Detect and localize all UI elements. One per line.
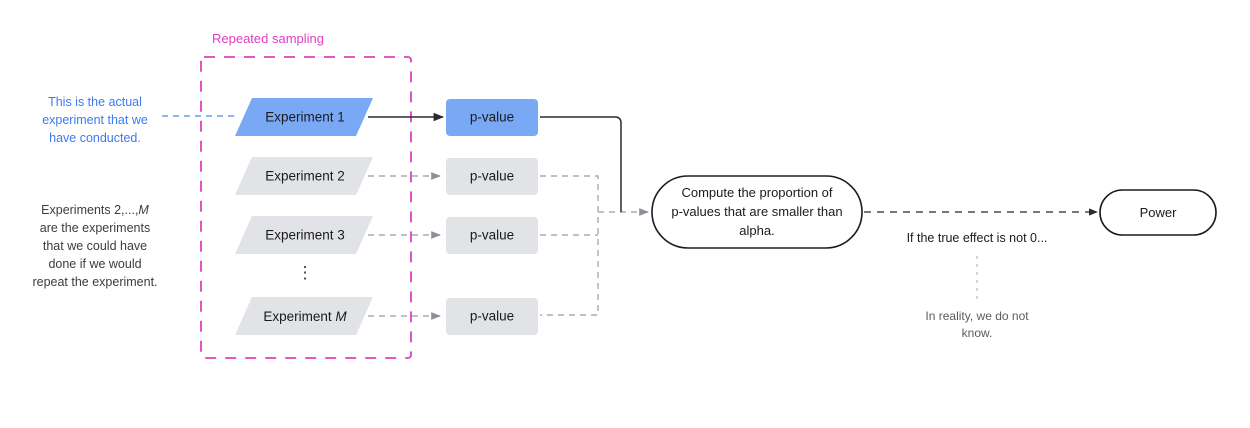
power-node-label: Power <box>1140 205 1178 220</box>
compute-node-line-3: alpha. <box>739 223 774 238</box>
pvalue-1-label: p-value <box>470 110 514 125</box>
pvalue-m-box[interactable] <box>446 298 538 335</box>
pvalue-3-label: p-value <box>470 228 514 243</box>
pvalue-dashed-bus <box>540 175 599 316</box>
reality-note-line-2: know. <box>962 326 993 340</box>
compute-node-line-2: p-values that are smaller than <box>671 204 842 219</box>
pvalue-m-label: p-value <box>470 309 514 324</box>
other-experiments-note-line-3: that we could have <box>43 239 147 253</box>
actual-experiment-note-line-2: experiment that we <box>42 113 148 127</box>
experiment-m-label: Experiment M <box>263 309 347 324</box>
pvalue1-solid-route <box>540 116 622 212</box>
power-node[interactable] <box>1099 189 1217 236</box>
experiment-1-shape[interactable] <box>235 98 373 136</box>
experiment-3-label: Experiment 3 <box>265 228 345 243</box>
pvalue-1-box[interactable] <box>446 99 538 136</box>
experiment-m-prefix: Experiment <box>263 309 335 324</box>
pvalue-2-box[interactable] <box>446 158 538 195</box>
actual-experiment-note-line-1: This is the actual <box>48 95 142 109</box>
repeated-sampling-group-box <box>200 56 412 359</box>
reality-note-line-1: In reality, we do not <box>925 309 1029 323</box>
experiment-3-shape[interactable] <box>235 216 373 254</box>
repeated-sampling-title: Repeated sampling <box>212 31 324 46</box>
compute-proportion-node[interactable] <box>651 175 863 249</box>
experiment-2-shape[interactable] <box>235 157 373 195</box>
pvalue-3-box[interactable] <box>446 217 538 254</box>
experiment-m-italic: M <box>335 309 347 324</box>
experiments-ellipsis-icon: ⋮ <box>297 263 314 282</box>
experiment-m-shape[interactable] <box>235 297 373 335</box>
other-experiments-note-line-4: done if we would <box>48 257 141 271</box>
other-experiments-italic-m: M <box>138 203 149 217</box>
other-experiments-note-line-1: Experiments 2,...,M <box>41 203 149 217</box>
experiment-1-label: Experiment 1 <box>265 110 345 125</box>
actual-experiment-note-line-3: have conducted. <box>49 131 141 145</box>
other-experiments-note-line-5: repeat the experiment. <box>32 275 157 289</box>
compute-node-line-1: Compute the proportion of <box>681 185 832 200</box>
other-experiments-prefix: Experiments 2,..., <box>41 203 138 217</box>
true-effect-edge-label: If the true effect is not 0... <box>907 231 1048 245</box>
experiment-2-label: Experiment 2 <box>265 169 345 184</box>
pvalue-2-label: p-value <box>470 169 514 184</box>
other-experiments-note-line-2: are the experiments <box>40 221 150 235</box>
